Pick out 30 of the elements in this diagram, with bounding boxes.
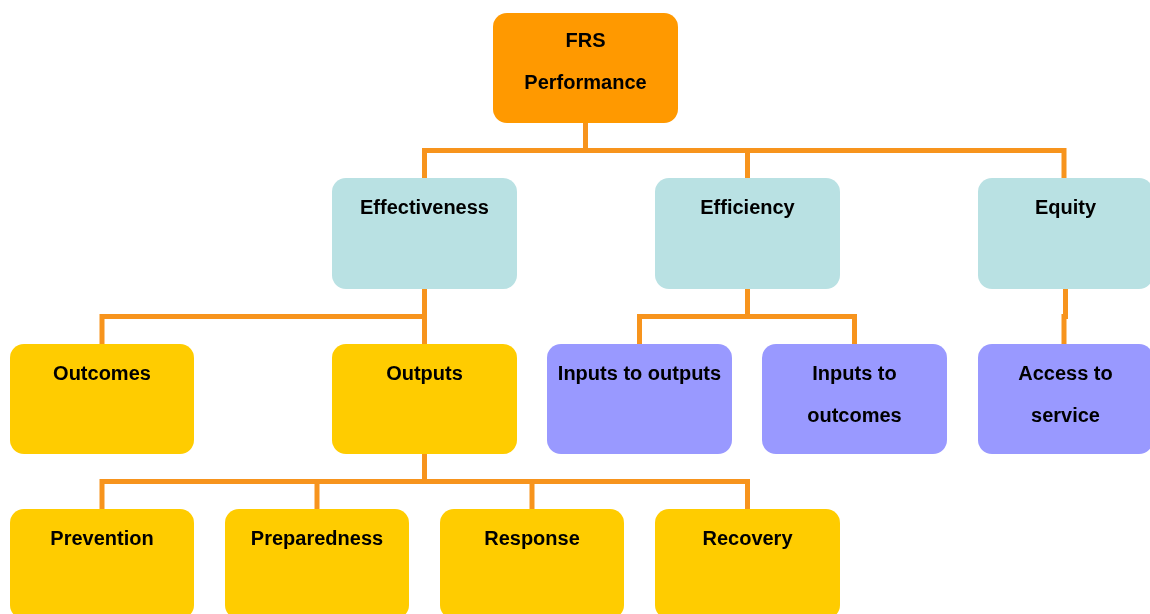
- box-label: Inputs to outputs: [557, 361, 722, 386]
- box-label: Recovery: [702, 526, 793, 551]
- category-box: [655, 178, 840, 289]
- category-box: [332, 344, 517, 454]
- box-label: Inputs to outcomes: [806, 361, 903, 428]
- category-box: [225, 509, 409, 614]
- box-label: Response: [484, 526, 580, 551]
- box-label: Equity: [1034, 195, 1097, 220]
- category-box: [10, 509, 194, 614]
- category-box: [440, 509, 624, 614]
- category-box: [978, 178, 1150, 289]
- box-label: FRS Performance: [523, 28, 648, 95]
- connector-line: [1061, 289, 1068, 344]
- box-label: Preparedness: [250, 526, 384, 551]
- measure-box: [547, 344, 732, 454]
- box-label: Outputs: [386, 361, 463, 386]
- measure-box: [762, 344, 947, 454]
- box-label: Outcomes: [53, 361, 151, 386]
- box-label: Prevention: [50, 526, 154, 551]
- category-box: [10, 344, 194, 454]
- root-box: [493, 13, 678, 123]
- category-box: [655, 509, 840, 614]
- connector-line: [745, 289, 857, 344]
- connector-line: [583, 123, 1067, 178]
- measure-box: [978, 344, 1150, 454]
- category-box: [332, 178, 517, 289]
- box-label: Efficiency: [700, 195, 795, 220]
- box-label: Effectiveness: [360, 195, 489, 220]
- connector-line: [422, 454, 750, 509]
- box-label: Access to service: [1017, 361, 1114, 428]
